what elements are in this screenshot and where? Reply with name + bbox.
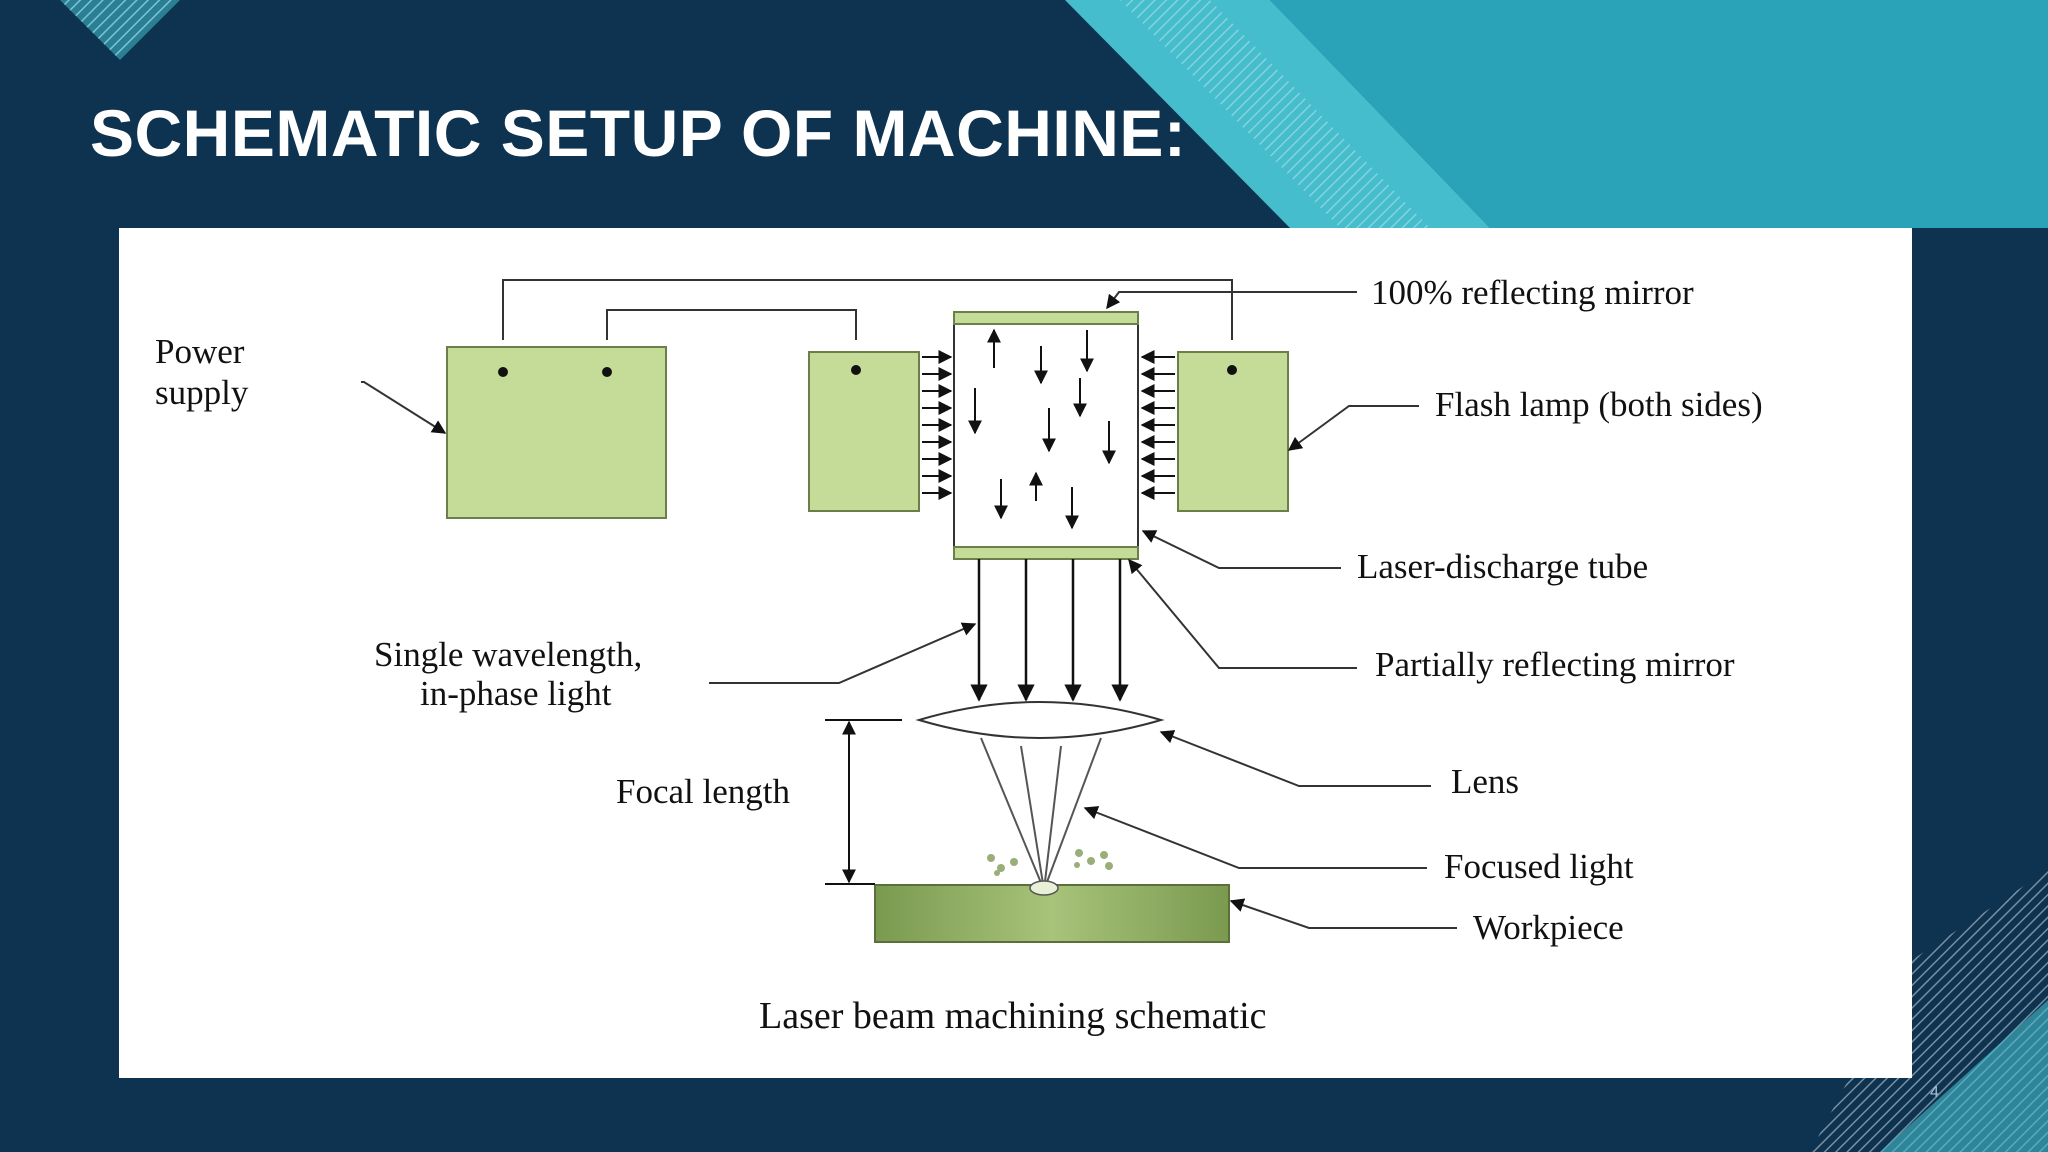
- full-mirror: [953, 311, 1139, 325]
- label-power-supply-line1: Power: [155, 332, 245, 371]
- lens: [915, 701, 1165, 739]
- label-power-supply-line2: supply: [155, 373, 249, 412]
- diagram-figure: Power supply 100% reflecting mirror Flas…: [119, 228, 1912, 1078]
- laser-schematic-diagram: Power supply 100% reflecting mirror Flas…: [155, 273, 1763, 1037]
- label-partial-mirror: Partially reflecting mirror: [1375, 645, 1735, 684]
- power-supply-box: [446, 346, 667, 519]
- label-focused-light: Focused light: [1444, 847, 1634, 886]
- label-flash-lamp: Flash lamp (both sides): [1435, 385, 1763, 424]
- label-discharge-tube: Laser-discharge tube: [1357, 547, 1648, 586]
- diagram-caption: Laser beam machining schematic: [759, 995, 1267, 1037]
- slide-title: SCHEMATIC SETUP OF MACHINE:: [90, 96, 1187, 170]
- discharge-tube: [953, 311, 1139, 560]
- accent-panel-dark: [1270, 0, 2048, 228]
- label-lens: Lens: [1451, 762, 1519, 801]
- photon-arrows: [968, 328, 1116, 530]
- partial-mirror: [953, 546, 1139, 560]
- power-wires: [502, 279, 1233, 340]
- page-number: 4: [1930, 1084, 1939, 1101]
- flash-lamp-right: [1177, 351, 1289, 512]
- label-focal-length: Focal length: [616, 772, 790, 811]
- label-light-line2: in-phase light: [420, 674, 612, 713]
- focal-length-indicator: [825, 719, 902, 885]
- lamp-light-arrows: [922, 350, 1175, 500]
- label-workpiece: Workpiece: [1473, 908, 1624, 947]
- leader-lines: [361, 291, 1457, 929]
- focused-light: [980, 737, 1102, 891]
- laser-beams: [970, 559, 1129, 702]
- label-full-mirror: 100% reflecting mirror: [1371, 273, 1694, 312]
- label-light-line1: Single wavelength,: [374, 635, 642, 674]
- debris-particles: [987, 849, 1113, 876]
- flash-lamp-left: [808, 351, 920, 512]
